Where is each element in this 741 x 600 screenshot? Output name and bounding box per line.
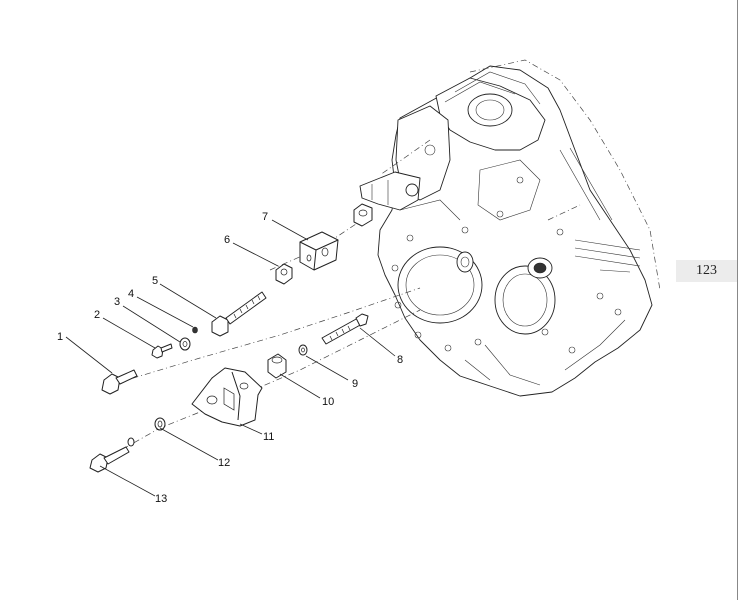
part-9-washer [298, 344, 308, 356]
part-7-upper-nut [353, 203, 373, 227]
part-13-bolt [89, 446, 130, 473]
part-12-lock-washer [127, 417, 166, 447]
callout-4: 4 [128, 288, 134, 300]
part-5-adjusting-bolt [211, 291, 267, 337]
page-edge-divider [737, 0, 738, 600]
engine-front-casing [359, 59, 661, 397]
callout-11: 11 [263, 431, 274, 443]
callout-3: 3 [114, 296, 120, 308]
callout-12: 12 [218, 457, 230, 469]
callout-2: 2 [94, 309, 100, 321]
part-3-washer [179, 337, 191, 351]
part-1-bolt [101, 369, 138, 395]
callout-13: 13 [155, 493, 167, 505]
callout-leader-lines [65, 219, 396, 497]
part-4-lock-washer [192, 326, 198, 334]
callout-7: 7 [262, 211, 268, 223]
callout-8: 8 [397, 354, 403, 366]
page-number-tab[interactable]: 123 [676, 260, 737, 282]
callout-numbers: 1 2 3 4 5 6 7 8 9 10 11 12 13 [57, 211, 403, 505]
part-11-mounting-bracket [191, 367, 263, 427]
part-7-tension-block [299, 231, 339, 271]
assembly-center-lines [99, 217, 421, 463]
part-2-screw [151, 343, 173, 359]
callout-1: 1 [57, 331, 63, 343]
callout-10: 10 [322, 396, 334, 408]
callout-6: 6 [224, 234, 230, 246]
part-6-nut [275, 263, 293, 285]
callout-5: 5 [152, 275, 158, 287]
callout-9: 9 [352, 378, 358, 390]
part-10-spacer [267, 353, 287, 379]
part-8-long-bolt [321, 313, 369, 345]
